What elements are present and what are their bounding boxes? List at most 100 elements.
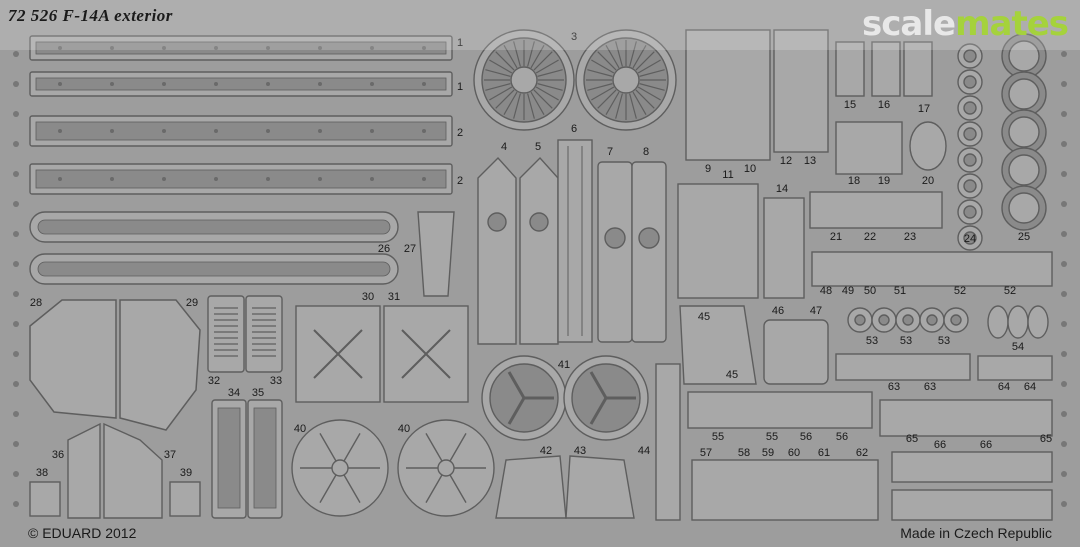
rivet-dot [162,129,166,133]
part-number: 52 [1004,285,1016,297]
fan-blade [629,41,637,67]
part-number: 46 [772,305,784,317]
rivet-dot [162,46,166,50]
edge-hole [1061,441,1067,447]
fan-blade [489,86,513,101]
door-grille [487,212,507,232]
door-part [631,161,667,343]
part-number: 42 [540,445,552,457]
part-number: 15 [844,99,856,111]
fan-blade [615,41,623,67]
spoke [589,371,608,399]
lozenge-inner [37,219,391,235]
rivet-dot [58,82,62,86]
part-number: 34 [228,387,240,399]
part-number: 2 [457,175,463,187]
part-number: 65 [906,433,918,445]
edge-hole [13,171,19,177]
edge-hole [13,291,19,297]
part-number: 66 [980,439,992,451]
ring-inner [963,101,977,115]
ring-inner [963,179,977,193]
part-number: 35 [252,387,264,399]
part-number: 23 [904,231,916,243]
watermark-part1: scale [862,4,956,44]
part-28 [29,299,117,419]
edge-hole [13,501,19,507]
ring-inner [963,205,977,219]
part-number: 31 [388,291,400,303]
part-65 [879,399,1053,437]
part-number: 2 [457,127,463,139]
edge-hole [1061,261,1067,267]
ring-53-inner [926,314,938,326]
part-14 [763,197,805,299]
fan-blade [513,41,521,67]
part-number: 25 [1018,231,1030,243]
rivet-dot [370,129,374,133]
ring-53-inner [878,314,890,326]
part-44 [655,363,681,521]
part-number: 61 [818,447,830,459]
edge-hole [13,201,19,207]
rivet-dot [422,46,426,50]
ring-inner [963,153,977,167]
rivet-dot [110,129,114,133]
disc-inner [1008,78,1040,110]
part-number: 41 [558,359,570,371]
rivet-dot [110,177,114,181]
watermark-part2: mates [955,4,1069,44]
ring-inner [963,231,977,245]
part-number: 22 [864,231,876,243]
part-36 [67,422,101,519]
fan-blade [597,89,617,109]
edge-hole [1061,201,1067,207]
edge-hole [13,471,19,477]
part-9-10 [685,29,771,161]
rivet-dot [318,46,322,50]
fan-blade [639,69,665,77]
part-55-56 [687,391,873,429]
small-tab [903,41,933,97]
door-hole [638,227,660,249]
ring-inner [963,127,977,141]
part-number: 7 [607,146,613,158]
edge-hole [1061,231,1067,237]
fan-blade [587,69,613,77]
part-number: 38 [36,467,48,479]
rivet-dot [370,177,374,181]
edge-hole [1061,411,1067,417]
fan-blade [605,91,620,115]
edge-hole [1061,471,1067,477]
part-number: 1 [457,81,463,93]
fan-blade [535,86,559,101]
disc-inner [1008,116,1040,148]
fan-blade [637,86,661,101]
edge-hole [1061,171,1067,177]
part-number: 21 [830,231,842,243]
door-part [597,161,633,343]
rivet-dot [58,177,62,181]
edge-hole [13,51,19,57]
part-number: 10 [744,163,756,175]
part-number: 5 [535,141,541,153]
part-number: 12 [780,155,792,167]
part-45 [679,305,757,385]
spoke [507,397,526,425]
part-number: 53 [866,335,878,347]
part-38 [29,481,61,517]
part-number: 43 [574,445,586,457]
part-43 [565,455,635,519]
part-number: 54 [1012,341,1024,353]
fan-blade [637,59,661,74]
wheel-hub [331,459,349,477]
rivet-dot [318,82,322,86]
part-number: 3 [571,31,577,43]
part-number: 1 [457,37,463,49]
fret-title: 72 526 F-14A exterior [8,6,173,25]
rivet-dot [110,46,114,50]
door-hole [604,227,626,249]
tall-panel-inner [253,407,277,509]
part-20 [909,121,947,171]
fan-blade [635,89,655,109]
